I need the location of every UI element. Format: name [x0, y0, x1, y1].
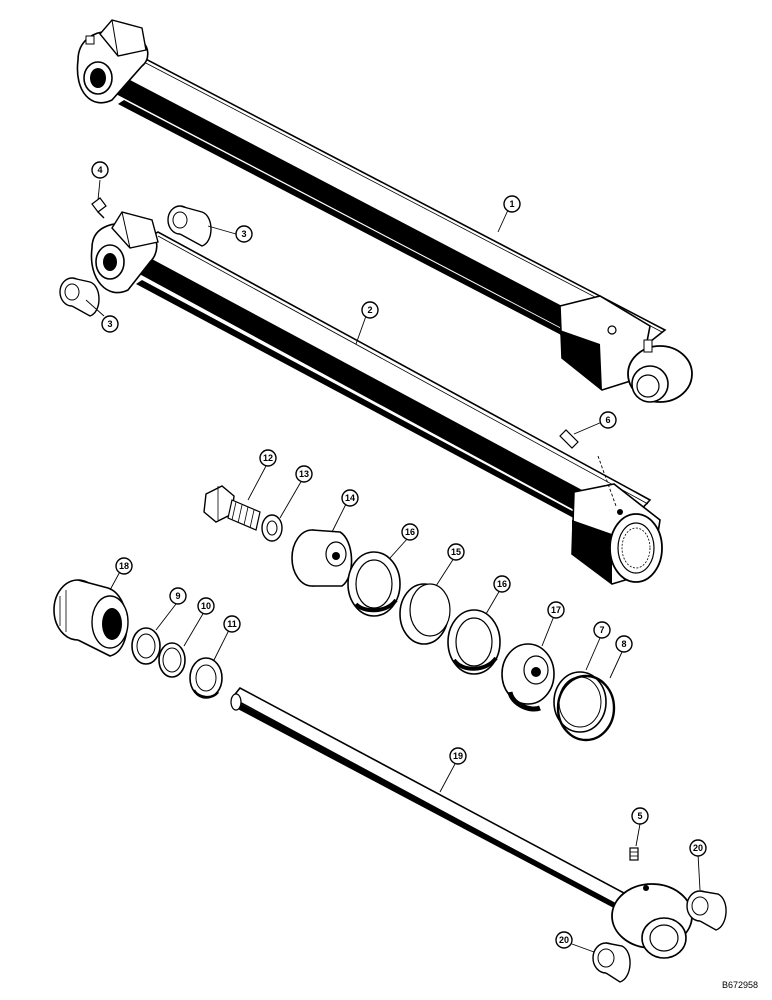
callout-3-upper: 3: [235, 225, 253, 243]
callout-20-right: 20: [689, 839, 707, 857]
washer-13: [261, 514, 283, 542]
callout-8: 8: [615, 635, 633, 653]
callout-label: 13: [299, 469, 309, 479]
callout-label: 8: [621, 639, 626, 649]
callout-label: 1: [509, 199, 514, 209]
seal-9: [131, 627, 161, 665]
bushing-20-right: [686, 890, 727, 931]
callout-label: 18: [119, 561, 129, 571]
ring-15: [399, 583, 451, 645]
grease-fitting-4: [91, 197, 107, 219]
callout-12: 12: [259, 449, 277, 467]
callout-label: 20: [559, 935, 569, 945]
bolt-12: [203, 485, 261, 531]
callout-label: 20: [693, 843, 703, 853]
callout-10: 10: [197, 597, 215, 615]
callout-20-left: 20: [555, 931, 573, 949]
callout-18: 18: [115, 557, 133, 575]
callout-label: 14: [345, 493, 355, 503]
gland-18: [53, 579, 129, 657]
bushing-20-left: [592, 942, 631, 983]
callout-label: 12: [263, 453, 273, 463]
ring-7: [553, 671, 607, 733]
seal-16-right: [447, 609, 501, 675]
callout-label: 3: [107, 319, 112, 329]
callout-label: 11: [227, 619, 237, 629]
callout-label: 3: [241, 229, 246, 239]
callout-7: 7: [593, 621, 611, 639]
cylinder-assembly-top: [76, 19, 693, 403]
callout-label: 2: [367, 305, 372, 315]
callout-5: 5: [631, 807, 649, 825]
seal-16-left: [347, 551, 401, 617]
callout-4: 4: [91, 161, 109, 179]
callout-label: 15: [451, 547, 461, 557]
callout-16-right: 16: [493, 575, 511, 593]
callout-13: 13: [295, 465, 313, 483]
drawing-reference-code: B672958: [721, 980, 758, 990]
callout-11: 11: [223, 615, 241, 633]
callout-16-left: 16: [401, 523, 419, 541]
callout-label: 19: [453, 751, 463, 761]
callout-17: 17: [547, 601, 565, 619]
piston-14: [291, 529, 353, 587]
callout-label: 4: [97, 165, 102, 175]
callout-label: 9: [175, 591, 180, 601]
callout-label: 16: [497, 579, 507, 589]
callout-label: 7: [599, 625, 604, 635]
seal-10: [158, 642, 186, 678]
callout-1: 1: [503, 195, 521, 213]
bushing-3-lower: [59, 277, 100, 317]
fitting-6: [559, 429, 579, 449]
callout-label: 17: [551, 605, 561, 615]
callout-label: 16: [405, 527, 415, 537]
callout-14: 14: [341, 489, 359, 507]
ring-8: [556, 674, 616, 742]
callout-9: 9: [169, 587, 187, 605]
grease-fitting-5: [629, 847, 639, 861]
bushing-3-upper: [167, 205, 212, 247]
callout-label: 10: [201, 601, 211, 611]
wiper-11: [189, 657, 223, 699]
callout-3-lower: 3: [101, 315, 119, 333]
callout-6: 6: [599, 411, 617, 429]
piston-rod: [230, 686, 693, 959]
callout-19: 19: [449, 747, 467, 765]
callout-2: 2: [361, 301, 379, 319]
cylinder-tube-middle: [90, 211, 663, 585]
piston-nut-17: [501, 643, 555, 712]
callout-label: 6: [605, 415, 610, 425]
callout-15: 15: [447, 543, 465, 561]
leader-lines: [85, 179, 701, 953]
callout-label: 5: [637, 811, 642, 821]
